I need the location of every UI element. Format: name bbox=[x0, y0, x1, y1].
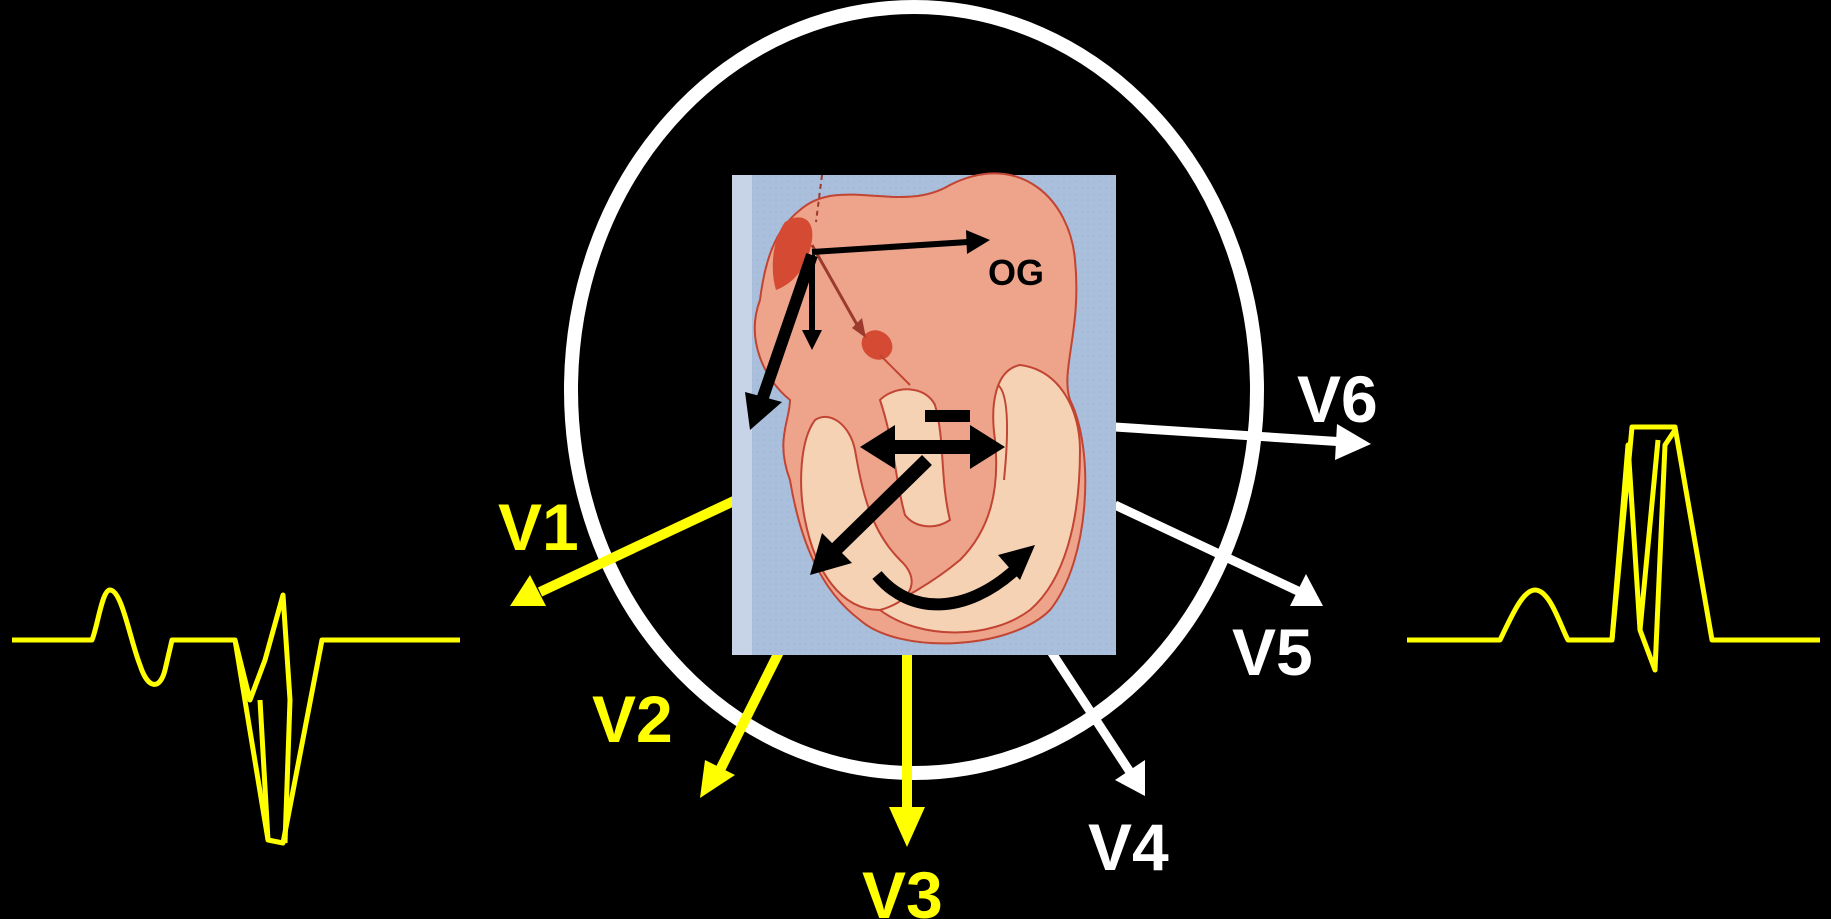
lead-label-v2: V2 bbox=[592, 682, 673, 756]
lead-label-v5: V5 bbox=[1232, 615, 1313, 689]
ecg-trace-right bbox=[1407, 427, 1820, 670]
lead-label-v4: V4 bbox=[1088, 810, 1169, 884]
atrium-label: OG bbox=[988, 252, 1044, 293]
lead-label-v6: V6 bbox=[1297, 362, 1378, 436]
lead-label-v1: V1 bbox=[498, 490, 579, 564]
ecg-trace-left bbox=[12, 590, 460, 843]
lead-label-v3: V3 bbox=[862, 858, 943, 919]
